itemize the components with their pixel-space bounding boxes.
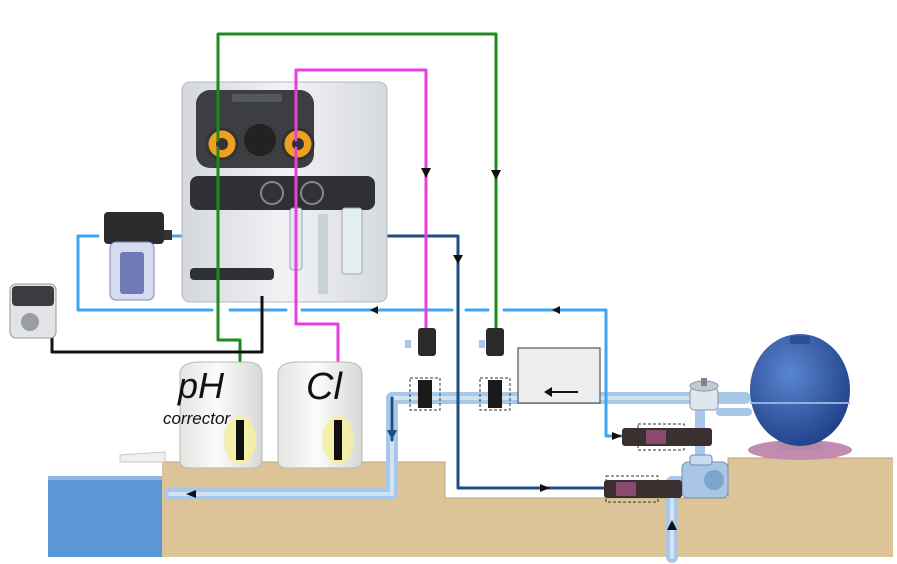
- ph-tank-subtitle: corrector: [163, 409, 231, 428]
- ground: [162, 457, 893, 557]
- sample-flow-sensor-upper: [622, 423, 712, 451]
- injection-valve-cl-icon: [405, 328, 441, 411]
- dosing-panel: [181, 81, 388, 303]
- multiport-valve: [689, 378, 719, 411]
- circulation-pump: [681, 454, 729, 499]
- cl-dosing-line: [294, 68, 428, 372]
- power-socket-icon: [9, 283, 57, 339]
- ph-tank-title: pH: [178, 365, 225, 406]
- heat-exchanger: [517, 347, 601, 404]
- cl-tank: [277, 361, 363, 469]
- pool-edge: [48, 476, 162, 480]
- cl-tank-title: Cl: [306, 366, 342, 408]
- sand-filter: [748, 334, 852, 460]
- sample-flow-sensor-lower: [604, 475, 682, 503]
- ph-dosing-line: [216, 32, 498, 374]
- ph-tank: [179, 361, 263, 469]
- pool-water: [48, 478, 162, 557]
- pool-inlet-nozzle: [119, 451, 166, 463]
- injection-valve-ph-icon: [479, 328, 511, 411]
- power-cable: [50, 296, 264, 354]
- filter-cartridge-icon: [104, 212, 172, 301]
